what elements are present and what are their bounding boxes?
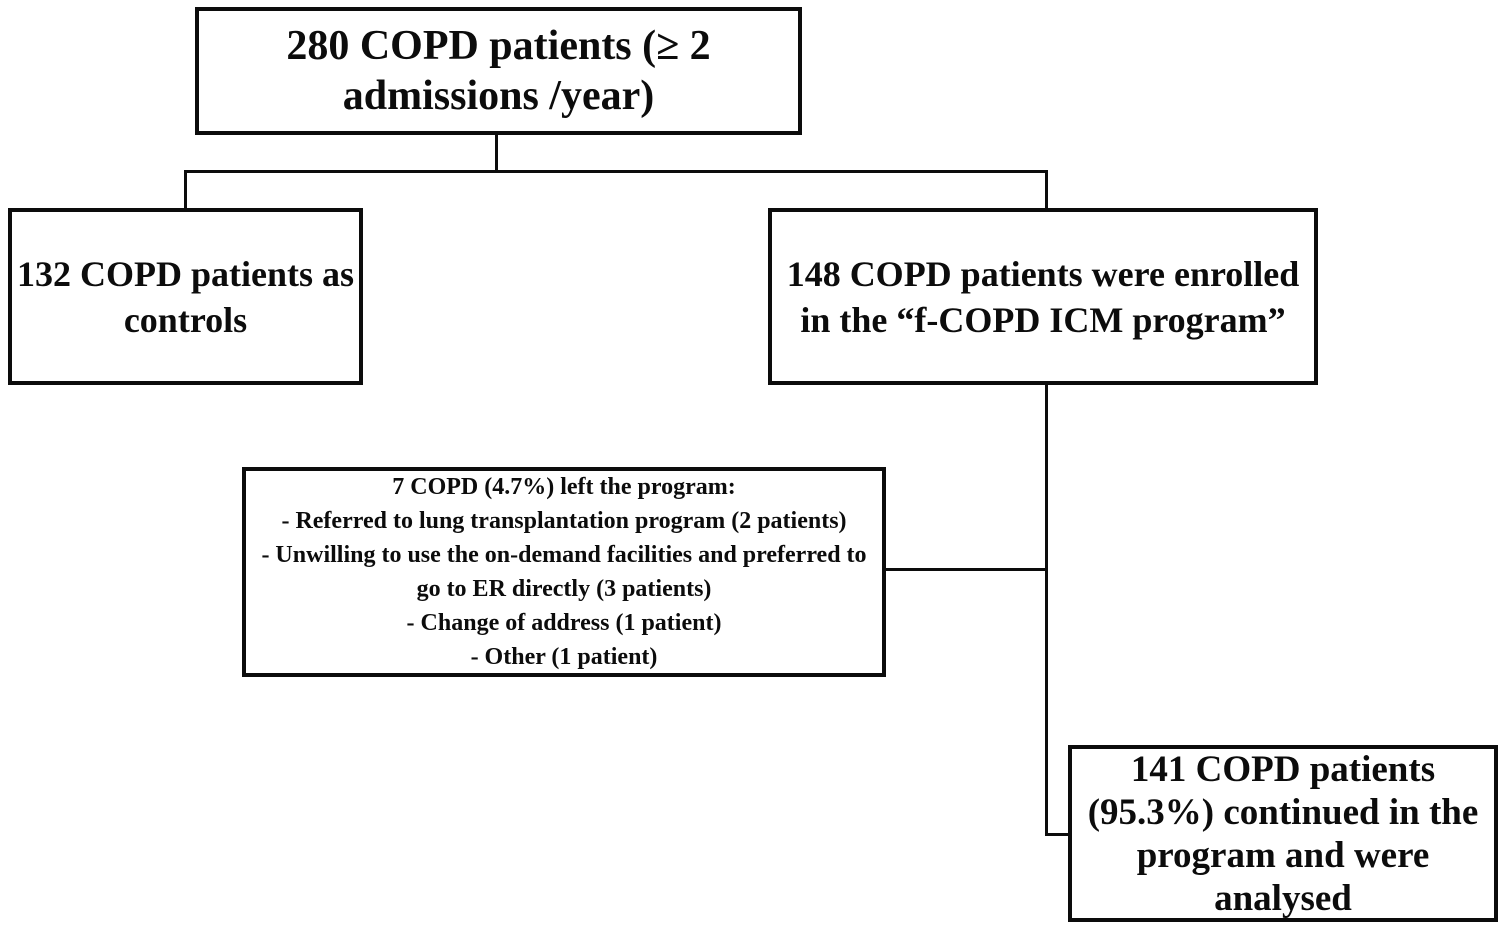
connector-enrolled-down-vertical <box>1045 385 1048 836</box>
node-continued-label: 141 COPD patients (95.3%) continued in t… <box>1087 748 1479 919</box>
dropout-reason-address: - Change of address (1 patient) <box>406 610 722 636</box>
node-continued-analysed: 141 COPD patients (95.3%) continued in t… <box>1068 745 1498 922</box>
connector-controls-drop-vertical <box>184 170 187 208</box>
node-total-label: 280 COPD patients (≥ 2 admissions /year) <box>286 23 711 119</box>
dropout-reason-other: - Other (1 patient) <box>470 644 658 670</box>
node-total-copd-patients: 280 COPD patients (≥ 2 admissions /year) <box>195 7 802 135</box>
node-enrolled-label: 148 COPD patients were enrolled in the “… <box>786 253 1300 340</box>
dropout-reason-transplant: - Referred to lung transplantation progr… <box>281 508 847 534</box>
node-enrolled-group: 148 COPD patients were enrolled in the “… <box>768 208 1318 385</box>
dropout-reason-unwilling: - Unwilling to use the on-demand facilit… <box>261 542 867 602</box>
dropout-title: 7 COPD (4.7%) left the program: <box>392 474 736 500</box>
node-controls-group: 132 COPD patients as controls <box>8 208 363 385</box>
node-left-program: 7 COPD (4.7%) left the program: - Referr… <box>242 467 886 677</box>
connector-continued-elbow-horizontal <box>1045 833 1070 836</box>
connector-total-stem-vertical <box>495 135 498 173</box>
connector-branch-horizontal <box>184 170 1048 173</box>
connector-dropout-horizontal <box>884 568 1045 571</box>
connector-enrolled-drop-vertical <box>1045 170 1048 208</box>
node-controls-label: 132 COPD patients as controls <box>16 253 354 340</box>
